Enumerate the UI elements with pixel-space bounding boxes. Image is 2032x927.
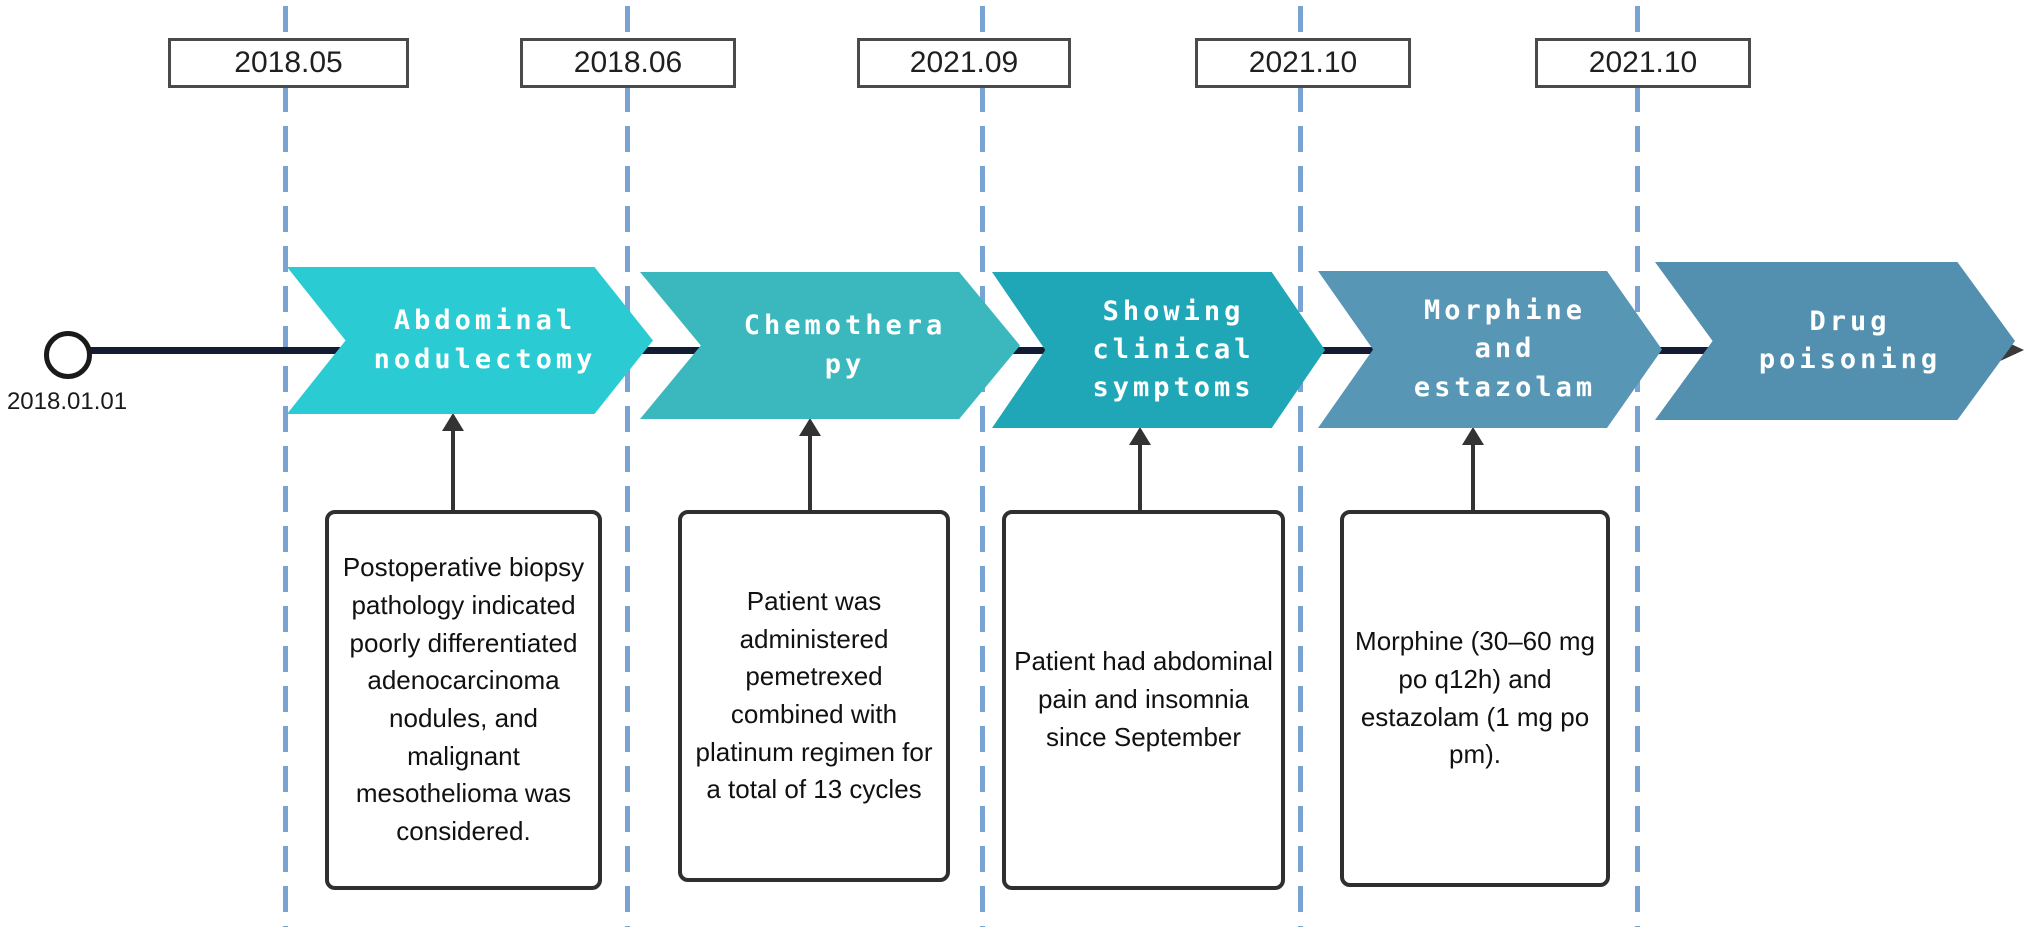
up-arrow-icon <box>799 418 821 436</box>
up-arrow-icon <box>1462 427 1484 445</box>
event-chevron-chemotherapy: Chemothera py <box>640 272 1020 419</box>
date-box-3: 2021.09 <box>857 38 1071 88</box>
description-box-1: Postoperative biopsy pathology indicated… <box>325 510 602 890</box>
up-arrow-icon <box>442 413 464 431</box>
description-text-4: Morphine (30–60 mg po q12h) and estazola… <box>1355 626 1595 770</box>
dashed-guide-line-4 <box>1298 6 1303 927</box>
description-text-1: Postoperative biopsy pathology indicated… <box>342 552 585 847</box>
description-box-2: Patient was administered pemetrexed comb… <box>678 510 950 882</box>
connector-line-1 <box>451 430 455 510</box>
date-box-2: 2018.06 <box>520 38 736 88</box>
dashed-guide-line-1 <box>283 6 288 927</box>
description-text-3: Patient had abdominal pain and insomnia … <box>1014 646 1273 752</box>
date-box-4: 2021.10 <box>1195 38 1411 88</box>
date-box-1: 2018.05 <box>168 38 409 88</box>
timeline-start-circle-icon <box>44 331 92 379</box>
description-text-2: Patient was administered pemetrexed comb… <box>695 585 933 805</box>
up-arrow-icon <box>1129 427 1151 445</box>
description-box-4: Morphine (30–60 mg po q12h) and estazola… <box>1340 510 1610 887</box>
description-box-3: Patient had abdominal pain and insomnia … <box>1002 510 1285 890</box>
event-chevron-abdominal-nodulectomy: Abdominal nodulectomy <box>287 267 653 414</box>
date-box-5: 2021.10 <box>1535 38 1751 88</box>
event-chevron-morphine-and-estazolam: Morphine and estazolam <box>1318 271 1662 428</box>
dashed-guide-line-5 <box>1635 6 1640 927</box>
event-chevron-drug-poisoning: Drug poisoning <box>1655 262 2015 420</box>
connector-line-3 <box>1138 444 1142 510</box>
connector-line-2 <box>808 435 812 510</box>
dashed-guide-line-3 <box>980 6 985 927</box>
connector-line-4 <box>1471 444 1475 510</box>
event-chevron-showing-clinical-symptoms: Showing clinical symptoms <box>992 272 1325 428</box>
timeline-start-date-label: 2018.01.01 <box>6 388 128 415</box>
dashed-guide-line-2 <box>625 6 630 927</box>
